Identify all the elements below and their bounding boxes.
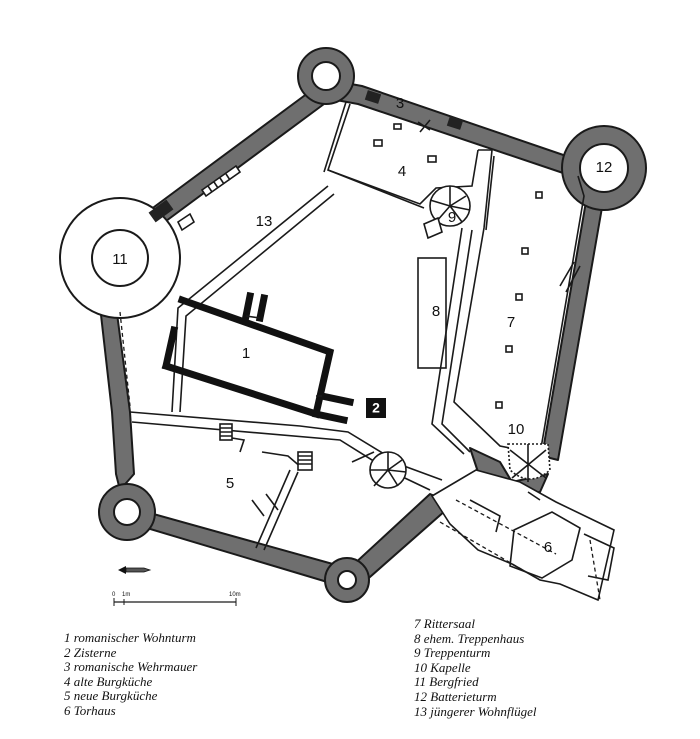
- room-4-outline: [326, 103, 479, 205]
- legend-right-column: 7 Rittersaal 8 ehem. Treppenhaus 9 Trepp…: [414, 616, 537, 719]
- legend-item: 5 neue Burgküche: [64, 688, 158, 704]
- marker-6: 6: [544, 539, 552, 556]
- room-7-outline: [453, 149, 585, 455]
- marker-7: 7: [507, 314, 515, 331]
- room-5-divider: [231, 437, 303, 469]
- legend-item: 3 romanische Wehrmauer: [64, 659, 198, 675]
- gatehouse-6: [430, 469, 615, 602]
- legend-item: 7 Rittersaal: [414, 616, 476, 631]
- west-wall-dashed: [119, 311, 131, 407]
- northwest-corner-tower: [297, 47, 355, 105]
- legend-item: 12 Batterieturm: [414, 688, 497, 704]
- legend-item: 10 Kapelle: [414, 659, 471, 675]
- scale-bar: 0 1m 10m: [112, 592, 241, 606]
- legend-item: 8 ehem. Treppenhaus: [414, 630, 525, 646]
- marker-4: 4: [398, 163, 406, 180]
- legend-item: 9 Treppenturm: [414, 645, 491, 661]
- legend-item: 6 Torhaus: [64, 702, 116, 718]
- southwest-round-tower: [98, 483, 156, 541]
- north-wall-openings: [364, 90, 464, 130]
- room-4-window-marks: [373, 123, 437, 163]
- east-wall-break: [559, 261, 581, 293]
- marker-11: 11: [112, 251, 128, 268]
- wing-13-walls: [171, 185, 335, 413]
- legend-left-column: 1 romanischer Wohnturm 2 Zisterne 3 roma…: [64, 630, 198, 719]
- room-7-window-marks: [495, 191, 543, 409]
- south-round-tower: [324, 557, 370, 603]
- scale-mid-label: 1m: [122, 592, 130, 598]
- legend-item: 1 romanischer Wohnturm: [64, 630, 196, 645]
- spiral-stair-south: [351, 451, 407, 489]
- marker-8: 8: [432, 303, 440, 320]
- legend-item: 2 Zisterne: [64, 644, 117, 660]
- stair-tower-9: [423, 185, 471, 240]
- legend-item: 4 alte Burgküche: [64, 673, 153, 689]
- marker-3: 3: [396, 95, 404, 112]
- room-8-west-wall: [431, 227, 473, 455]
- marker-12: 12: [596, 159, 613, 176]
- east-curtain-wall: [541, 189, 605, 461]
- marker-10: 10: [508, 421, 525, 438]
- legend-item: 11 Bergfried: [414, 674, 479, 690]
- marker-5: 5: [226, 475, 234, 492]
- marker-9: 9: [448, 209, 456, 226]
- northwest-curtain-wall: [149, 89, 325, 225]
- chapel-10-apse: [507, 443, 551, 482]
- north-arrow: [118, 566, 152, 574]
- scale-start-label: 0: [112, 592, 116, 598]
- room-5-wall-break: [251, 493, 279, 517]
- marker-2: 2: [372, 400, 380, 416]
- northwest-wall-stair: [148, 164, 242, 232]
- legend-item: 13 jüngerer Wohnflügel: [414, 703, 537, 719]
- scale-end-label: 10m: [229, 592, 241, 598]
- residence-tower-1-outline: [161, 291, 355, 425]
- room-8-outline: [417, 257, 447, 369]
- marker-13: 13: [256, 213, 273, 230]
- marker-1: 1: [242, 345, 250, 362]
- cistern-2-box: [366, 398, 386, 418]
- west-curtain-wall: [99, 305, 135, 491]
- courtyard-south-line: [129, 411, 443, 481]
- room-5-stair-east: [297, 451, 313, 471]
- tower-12-battery: [561, 125, 647, 211]
- north-wall-cross: [417, 119, 431, 133]
- tower-11-keep: [59, 197, 181, 319]
